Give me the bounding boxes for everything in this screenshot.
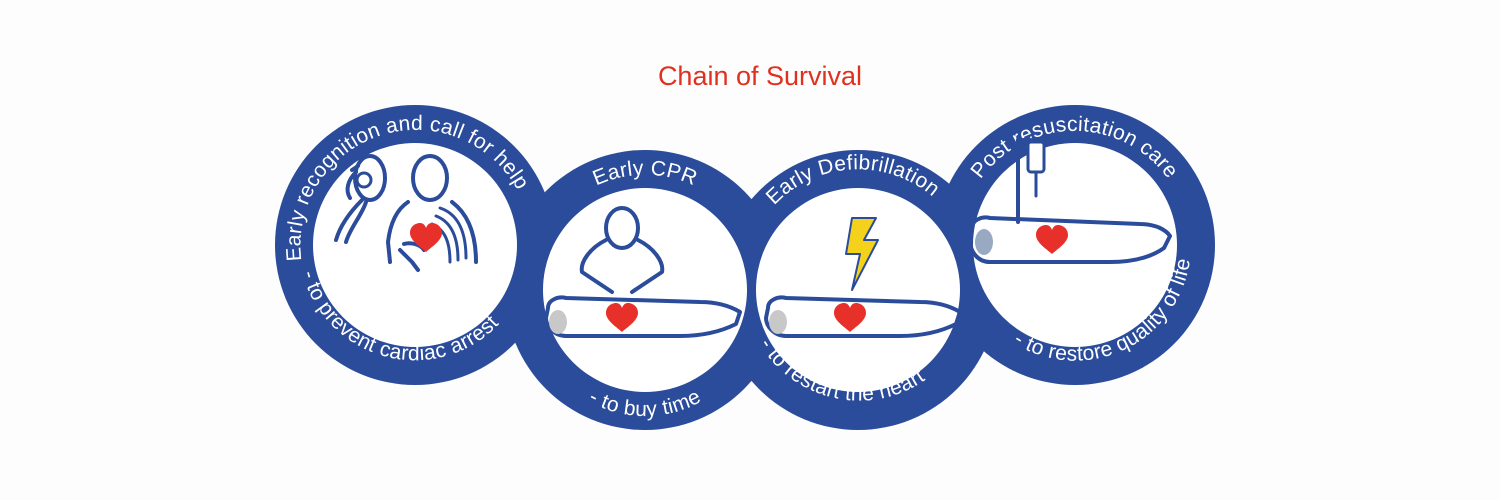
diagram-title: Chain of Survival — [658, 61, 862, 91]
defibrillation-icon — [764, 217, 962, 338]
chain-rings — [275, 105, 1215, 430]
phone-call-and-chest-pain-icon — [334, 154, 478, 272]
ring-4-inner — [973, 143, 1177, 347]
iv-drip-patient-icon — [968, 138, 1172, 264]
ring-3-inner — [756, 188, 960, 392]
cpr-icon — [544, 206, 742, 338]
ring-2-inner — [543, 188, 747, 392]
